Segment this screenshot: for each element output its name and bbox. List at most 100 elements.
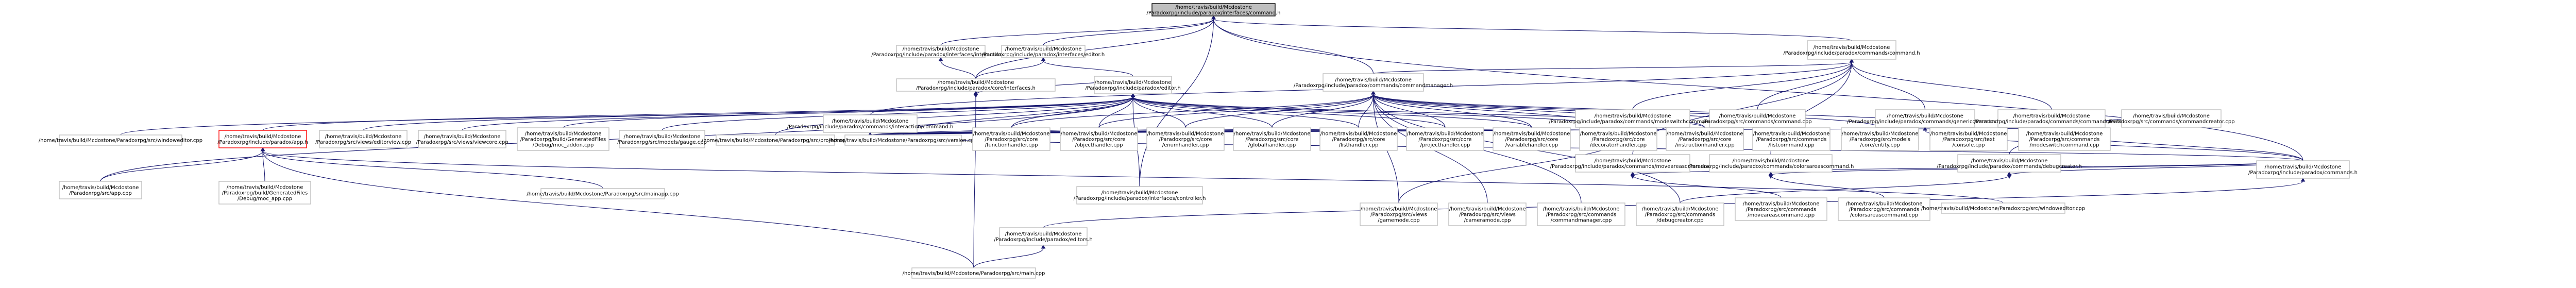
graph-node[interactable]: /home/travis/build/Mcdostone/Paradoxrpg/… — [702, 134, 849, 146]
graph-node[interactable]: /home/travis/build/Mcdostone/Paradoxrpg/… — [1493, 127, 1571, 151]
dependency-edge — [1372, 59, 1854, 74]
dependency-edge — [260, 147, 2004, 204]
node-label: /home/travis/build/Mcdostone — [1846, 201, 1923, 207]
graph-node[interactable]: /home/travis/build/Mcdostone/Paradoxrpg/… — [2108, 109, 2235, 128]
node-box — [1448, 202, 1527, 226]
node-label: /Paradoxrpg/src/views — [1370, 212, 1427, 218]
node-label: /home/travis/build/Mcdostone — [973, 131, 1050, 137]
node-label: /Paradoxrpg/include/paradox/core/interfa… — [916, 86, 1036, 91]
graph-node[interactable]: /home/travis/build/Mcdostone/Paradoxrpg/… — [1537, 202, 1625, 226]
graph-node[interactable]: /home/travis/build/Mcdostone/Paradoxrpg/… — [2248, 160, 2358, 179]
graph-node[interactable]: /home/travis/build/Mcdostone/Paradoxrpg/… — [896, 78, 1056, 92]
node-label: /home/travis/build/Mcdostone — [1642, 207, 1719, 212]
graph-node[interactable]: /home/travis/build/Mcdostone/Paradoxrpg/… — [1838, 197, 1930, 221]
graph-node[interactable]: /home/travis/build/Mcdostone/Paradoxrpg/… — [1703, 109, 1812, 128]
graph-node[interactable]: /home/travis/build/Mcdostone/Paradoxrpg/… — [1579, 127, 1657, 151]
graph-node[interactable]: /home/travis/build/Mcdostone/Paradoxrpg/… — [787, 114, 954, 133]
graph-node[interactable]: /home/travis/build/Mcdostone/Paradoxrpg/… — [1406, 127, 1484, 151]
node-box — [1807, 40, 1896, 60]
node-label: /home/travis/build/Mcdostone — [1733, 158, 1809, 164]
node-label: /Paradoxrpg/include/paradox/editor.h — [1085, 86, 1180, 91]
graph-node[interactable]: /home/travis/build/Mcdostone/Paradoxrpg/… — [517, 127, 609, 151]
node-box — [1151, 3, 1276, 16]
node-label: /home/travis/build/Mcdostone — [1095, 80, 1172, 86]
node-box — [911, 267, 1036, 279]
node-box — [1537, 202, 1625, 226]
graph-node[interactable]: /home/travis/build/Mcdostone/Paradoxrpg/… — [1294, 73, 1453, 92]
node-label: /Paradoxrpg/include/paradox/commands/gen… — [1847, 119, 2003, 125]
node-label: /Paradoxrpg/include/paradox/interfaces/i… — [871, 52, 1010, 58]
node-box — [1666, 127, 1744, 151]
node-label: /home/travis/build/Mcdostone — [1147, 131, 1224, 137]
graph-node[interactable]: /home/travis/build/Mcdostone/Paradoxrpg/… — [1448, 202, 1527, 226]
graph-node[interactable]: /home/travis/build/Mcdostone/Paradoxrpg/… — [1783, 40, 1920, 60]
node-box — [1752, 127, 1831, 151]
graph-node[interactable]: /home/travis/build/Mcdostone/Paradoxrpg/… — [1147, 3, 1281, 16]
node-label: /modeswitchcommand.cpp — [2030, 143, 2099, 148]
graph-node[interactable]: /home/travis/build/Mcdostone/Paradoxrpg/… — [1549, 109, 1717, 128]
node-label: /home/travis/build/Mcdostone/Paradoxrpg/… — [39, 138, 202, 144]
graph-node[interactable]: /home/travis/build/Mcdostone/Paradoxrpg/… — [416, 130, 509, 148]
node-box — [1709, 109, 1806, 128]
graph-node[interactable]: /home/travis/build/Mcdostone/Paradoxrpg/… — [1636, 202, 1724, 226]
node-label: /Paradoxrpg/src/core — [1159, 137, 1212, 143]
graph-node[interactable]: /home/travis/build/Mcdostone/Paradoxrpg/… — [1841, 127, 1919, 151]
node-label: /Paradoxrpg/include/paradox/commands/deb… — [1937, 164, 2082, 170]
dependency-edge — [1211, 15, 1852, 41]
graph-node[interactable]: /home/travis/build/Mcdostone/Paradoxrpg/… — [1085, 76, 1181, 94]
node-box — [1735, 197, 1827, 221]
graph-node[interactable]: /home/travis/build/Mcdostone/Paradoxrpg/… — [1847, 109, 2003, 128]
graph-node[interactable]: /home/travis/build/Mcdostone/Paradoxrpg/… — [617, 130, 707, 148]
node-label: /home/travis/build/Mcdostone — [1449, 207, 1526, 212]
graph-node[interactable]: /home/travis/build/Mcdostone/Paradoxrpg/… — [903, 267, 1045, 279]
graph-node[interactable]: /home/travis/build/Mcdostone/Paradoxrpg/… — [829, 134, 977, 146]
graph-node[interactable]: /home/travis/build/Mcdostone/Paradoxrpg/… — [1550, 154, 1716, 173]
dependency-edge — [938, 57, 976, 79]
node-label: /home/travis/build/Mcdostone — [1005, 46, 1082, 52]
graph-node[interactable]: /home/travis/build/Mcdostone/Paradoxrpg/… — [972, 127, 1050, 151]
node-label: /home/travis/build/Mcdostone/Paradoxrpg/… — [1921, 206, 2085, 212]
node-label: /home/travis/build/Mcdostone — [1175, 5, 1252, 10]
node-label: /home/travis/build/Mcdostone — [1061, 131, 1138, 137]
graph-node[interactable]: /home/travis/build/Mcdostone/Paradoxrpg/… — [59, 181, 142, 199]
node-label: /projecthandler.cpp — [1420, 143, 1470, 148]
node-label: /Paradoxrpg/include/paradox/commands/int… — [787, 124, 954, 130]
graph-node[interactable]: /home/travis/build/Mcdostone/Paradoxrpg/… — [1937, 154, 2082, 173]
graph-node[interactable]: /home/travis/build/Mcdostone/Paradoxrpg/… — [1060, 127, 1138, 151]
graph-node[interactable]: /home/travis/build/Mcdostone/Paradoxrpg/… — [1319, 127, 1398, 151]
graph-node[interactable]: /home/travis/build/Mcdostone/Paradoxrpg/… — [1666, 127, 1744, 151]
graph-node[interactable]: /home/travis/build/Mcdostone/Paradoxrpg/… — [1146, 127, 1225, 151]
graph-node[interactable]: /home/travis/build/Mcdostone/Paradoxrpg/… — [217, 130, 308, 148]
graph-node[interactable]: /home/travis/build/Mcdostone/Paradoxrpg/… — [1735, 197, 1827, 221]
node-label: /home/travis/build/Mcdostone — [1971, 158, 2048, 164]
node-label: /enumhandler.cpp — [1162, 143, 1209, 148]
graph-node[interactable]: /home/travis/build/Mcdostone/Paradoxrpg/… — [982, 45, 1105, 58]
node-label: /Debug/moc_addon.cpp — [533, 143, 594, 148]
graph-node[interactable]: /home/travis/build/Mcdostone/Paradoxrpg/… — [315, 130, 411, 148]
graph-node[interactable]: /home/travis/build/Mcdostone/Paradoxrpg/… — [1974, 109, 2129, 128]
graph-node[interactable]: /home/travis/build/Mcdostone/Paradoxrpg/… — [2018, 127, 2111, 151]
node-label: /Paradoxrpg/src/commands — [1546, 212, 1617, 218]
graph-node[interactable]: /home/travis/build/Mcdostone/Paradoxrpg/… — [527, 188, 679, 199]
dependency-edge — [1768, 172, 1885, 198]
graph-node[interactable]: /home/travis/build/Mcdostone/Paradoxrpg/… — [871, 45, 1010, 58]
node-label: /home/travis/build/Mcdostone — [1005, 231, 1082, 237]
node-label: /home/travis/build/Mcdostone — [1842, 131, 1919, 137]
node-box — [896, 45, 986, 58]
graph-node[interactable]: /home/travis/build/Mcdostone/Paradoxrpg/… — [1688, 154, 1854, 173]
graph-node[interactable]: /home/travis/build/Mcdostone/Paradoxrpg/… — [218, 181, 311, 205]
graph-node[interactable]: /home/travis/build/Mcdostone/Paradoxrpg/… — [1360, 202, 1438, 226]
node-box — [59, 134, 182, 146]
node-box — [619, 130, 705, 148]
graph-node[interactable]: /home/travis/build/Mcdostone/Paradoxrpg/… — [1233, 127, 1311, 151]
graph-node[interactable]: /home/travis/build/Mcdostone/Paradoxrpg/… — [39, 134, 202, 146]
node-box — [1076, 186, 1203, 205]
node-label: /home/travis/build/Mcdostone — [1361, 207, 1437, 212]
graph-node[interactable]: /home/travis/build/Mcdostone/Paradoxrpg/… — [1921, 202, 2085, 214]
graph-node[interactable]: /home/travis/build/Mcdostone/Paradoxrpg/… — [994, 227, 1093, 246]
node-box — [1875, 109, 1975, 128]
graph-node[interactable]: /home/travis/build/Mcdostone/Paradoxrpg/… — [1752, 127, 1831, 151]
graph-node[interactable]: /home/travis/build/Mcdostone/Paradoxrpg/… — [1074, 186, 1206, 205]
graph-node[interactable]: /home/travis/build/Mcdostone/Paradoxrpg/… — [1929, 127, 2008, 151]
node-label: /home/travis/build/Mcdostone — [227, 185, 303, 191]
